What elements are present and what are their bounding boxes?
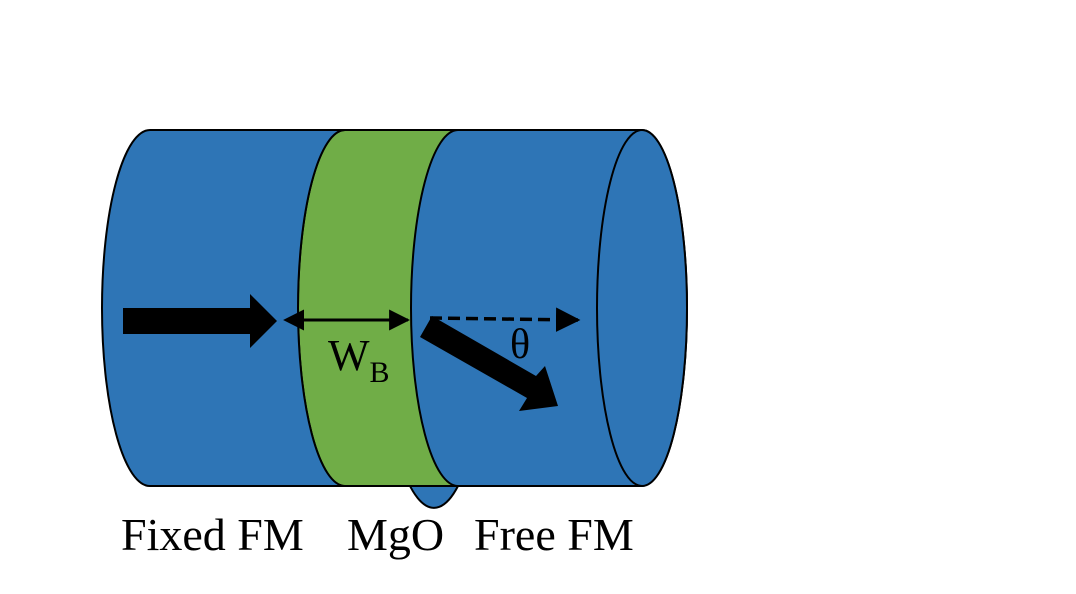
fixed-magnetization-arrow bbox=[123, 294, 277, 348]
barrier-width-subscript: B bbox=[370, 356, 390, 389]
barrier-width-label: WB bbox=[328, 331, 390, 389]
barrier-width-symbol: W bbox=[328, 331, 370, 380]
cylinder-end-cap bbox=[596, 129, 688, 487]
free-fm-label: Free FM bbox=[474, 509, 634, 560]
fixed-fm-label: Fixed FM bbox=[121, 509, 304, 560]
reference-direction-dashed-arrow bbox=[429, 307, 581, 332]
mgo-label: MgO bbox=[347, 509, 444, 560]
angle-label: θ bbox=[510, 322, 530, 368]
free-magnetization-arrow bbox=[420, 316, 558, 411]
